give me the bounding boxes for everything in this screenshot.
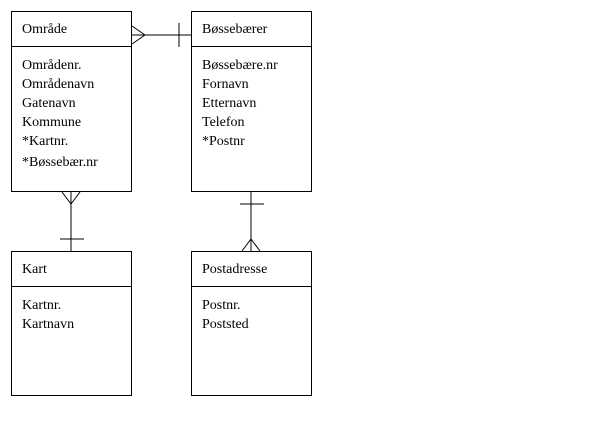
- attribute-list: Kartnr. Kartnavn: [12, 287, 131, 334]
- attribute: Bøssebære.nr: [202, 58, 278, 73]
- rel-bossebaerer-postadresse: [240, 192, 264, 252]
- entity-title: Område: [12, 12, 131, 47]
- attribute: Poststed: [202, 317, 249, 332]
- crowfoot-many: [70, 191, 81, 205]
- attribute-list: Bøssebære.nr Fornavn Etternavn Telefon *…: [192, 47, 311, 151]
- crowfoot-many: [131, 34, 146, 45]
- entity-title: Kart: [12, 252, 131, 287]
- attribute-list: Områdenr. Områdenavn Gatenavn Kommune *K…: [12, 47, 131, 172]
- rel-omrade-kart: [60, 191, 84, 251]
- attribute: Telefon: [202, 115, 245, 130]
- attribute-foreign-key: *Kartnr.: [22, 134, 69, 149]
- crowfoot-many: [250, 238, 261, 252]
- entity-kart: Kart Kartnr. Kartnavn: [11, 251, 132, 396]
- entity-omrade: Område Områdenr. Områdenavn Gatenavn Kom…: [11, 11, 132, 192]
- entity-title: Bøssebærer: [192, 12, 311, 47]
- attribute: Kartnr.: [22, 298, 62, 313]
- attribute-list: Postnr. Poststed: [192, 287, 311, 334]
- attribute: Gatenavn: [22, 96, 76, 111]
- crowfoot-many: [61, 191, 72, 205]
- attribute: Områdenavn: [22, 77, 95, 92]
- attribute: Kommune: [22, 115, 82, 130]
- crowfoot-many: [131, 25, 146, 36]
- attribute-foreign-key: *Bøssebær.nr: [22, 155, 98, 170]
- attribute-foreign-key: *Postnr: [202, 134, 245, 149]
- attribute: Etternavn: [202, 96, 257, 111]
- rel-omrade-bossebaerer: [131, 23, 191, 47]
- attribute: Postnr.: [202, 298, 241, 313]
- crowfoot-many: [241, 238, 252, 252]
- entity-bossebaerer: Bøssebærer Bøssebære.nr Fornavn Etternav…: [191, 11, 312, 192]
- attribute: Områdenr.: [22, 58, 82, 73]
- attribute: Fornavn: [202, 77, 249, 92]
- entity-title: Postadresse: [192, 252, 311, 287]
- attribute: Kartnavn: [22, 317, 75, 332]
- entity-postadresse: Postadresse Postnr. Poststed: [191, 251, 312, 396]
